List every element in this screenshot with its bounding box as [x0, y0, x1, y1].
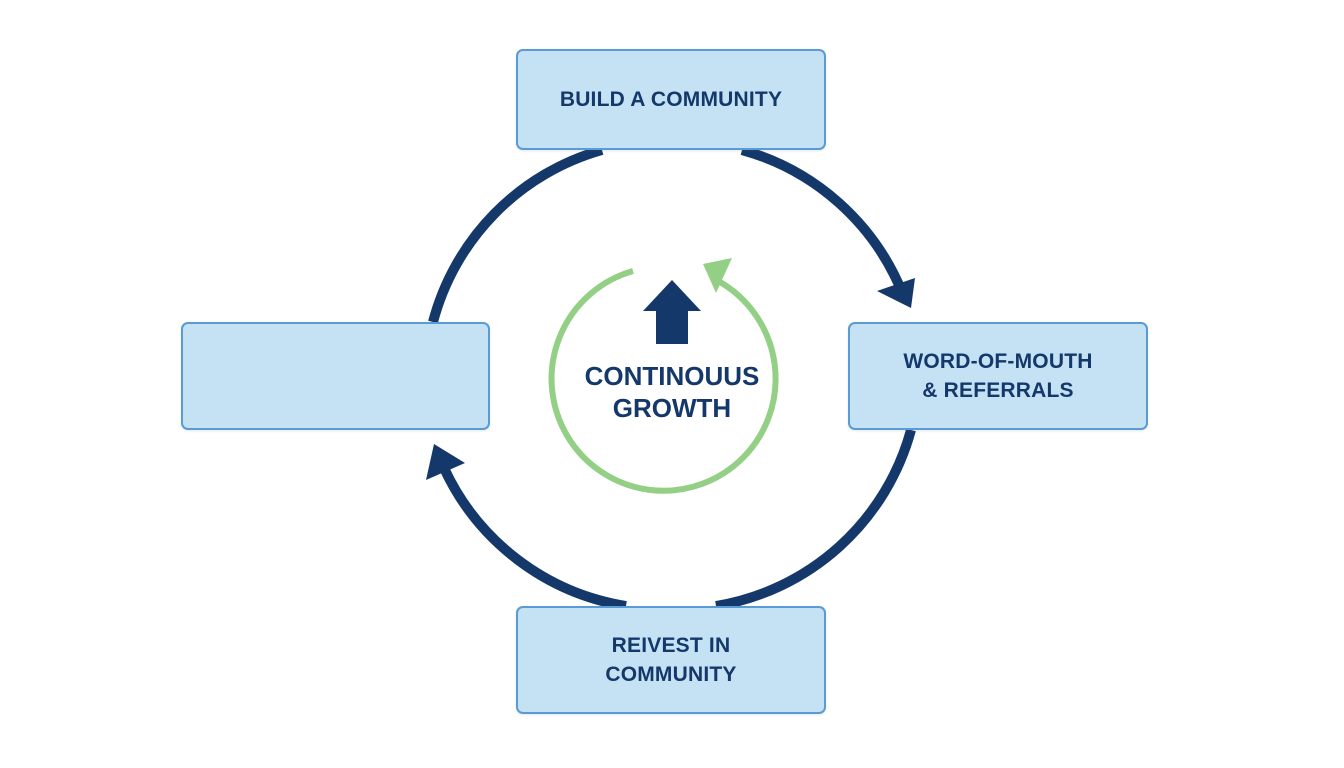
node-build-community[interactable]: BUILD A COMMUNITY: [516, 49, 826, 150]
node-reinvest[interactable]: REIVEST IN COMMUNITY: [516, 606, 826, 714]
arc-top-to-right: [740, 145, 907, 294]
node-label: BUILD A COMMUNITY: [559, 88, 783, 111]
node-label: WORD-OF-MOUTH & REFERRALS: [903, 350, 1093, 402]
inner-growth-arc: [548, 268, 779, 494]
arrowhead-left-icon: [426, 444, 465, 480]
arc-right-to-bottom: [715, 428, 916, 611]
up-arrow-icon: [643, 280, 701, 344]
arc-bottom-to-left: [439, 465, 627, 611]
node-empty[interactable]: [181, 322, 490, 430]
inner-arrowhead-icon: [703, 258, 732, 293]
arc-left-to-top: [428, 145, 604, 324]
node-word-of-mouth[interactable]: WORD-OF-MOUTH & REFERRALS: [848, 322, 1148, 430]
center-growth-label: CONTINOUUS GROWTH: [584, 361, 760, 423]
node-label: REIVEST IN COMMUNITY: [605, 634, 737, 686]
arrowhead-right-icon: [877, 278, 915, 308]
